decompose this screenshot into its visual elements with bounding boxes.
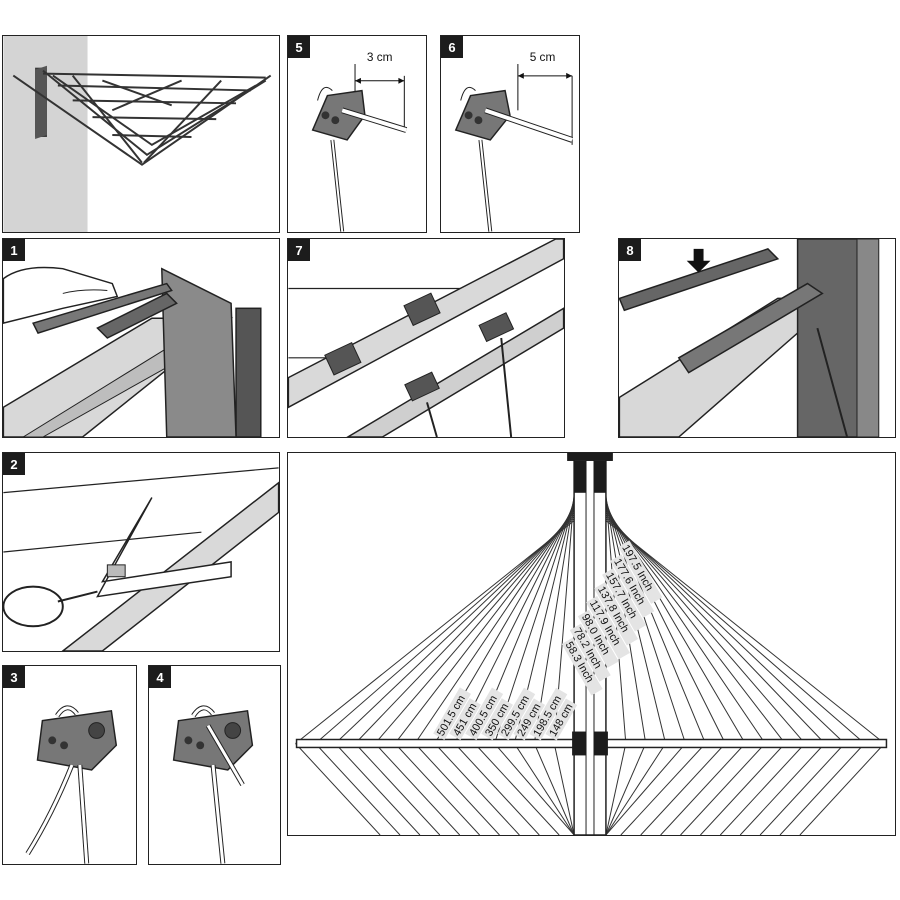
drying-line bbox=[394, 743, 480, 835]
label-background bbox=[577, 609, 619, 668]
drying-line bbox=[315, 743, 401, 835]
label-background bbox=[481, 698, 513, 741]
step-number: 4 bbox=[149, 666, 171, 688]
drying-line bbox=[605, 743, 647, 835]
drying-line bbox=[414, 508, 575, 744]
label-background bbox=[497, 687, 536, 741]
drying-line bbox=[295, 743, 381, 835]
drying-line bbox=[640, 743, 726, 835]
drying-line bbox=[354, 514, 575, 744]
drying-line bbox=[779, 743, 865, 835]
label-background bbox=[618, 540, 663, 604]
label-background bbox=[545, 698, 578, 741]
panel-step-3: 3 bbox=[2, 665, 137, 865]
drying-line bbox=[660, 743, 746, 835]
drying-line bbox=[605, 512, 806, 744]
drying-line bbox=[605, 502, 706, 744]
drying-line bbox=[605, 518, 865, 744]
panel-step-7: 7 bbox=[287, 238, 565, 438]
drying-line bbox=[719, 743, 806, 835]
label-background bbox=[449, 698, 481, 741]
drying-line bbox=[799, 743, 885, 835]
drying-line bbox=[605, 743, 667, 835]
label-background bbox=[513, 698, 546, 741]
drying-line bbox=[533, 743, 575, 835]
label-background bbox=[585, 595, 630, 660]
drying-line bbox=[533, 496, 575, 744]
gap-label: 3 cm bbox=[367, 50, 393, 64]
panel-step-4: 4 bbox=[148, 665, 281, 865]
thread-line-illustration bbox=[25, 705, 118, 864]
drying-line bbox=[454, 743, 540, 835]
drying-line bbox=[494, 743, 575, 835]
drying-line bbox=[434, 743, 520, 835]
label-background bbox=[602, 568, 647, 632]
label-background bbox=[561, 637, 603, 696]
drying-line bbox=[374, 743, 461, 835]
gap-label: 5 cm bbox=[530, 50, 556, 64]
open-cover-illustration bbox=[3, 266, 262, 437]
close-cover-illustration bbox=[619, 239, 880, 437]
panel-overview bbox=[2, 35, 280, 233]
drying-line bbox=[334, 743, 421, 835]
clip-adjustment-illustration: 3 cm bbox=[311, 50, 408, 232]
drying-line bbox=[295, 520, 575, 744]
step-number: 6 bbox=[441, 36, 463, 58]
step-number: 8 bbox=[619, 239, 641, 261]
drying-line bbox=[680, 743, 766, 835]
drying-line bbox=[513, 743, 575, 835]
label-background bbox=[610, 554, 655, 618]
panel-step-2: 2 bbox=[2, 452, 280, 652]
drying-line bbox=[605, 514, 826, 744]
drying-line bbox=[394, 510, 575, 744]
label-background bbox=[594, 582, 639, 646]
panel-step-6: 6 5 cm bbox=[440, 35, 580, 233]
panel-step-5: 5 3 cm bbox=[287, 35, 427, 233]
clips-on-rails-illustration bbox=[288, 239, 564, 437]
drying-line bbox=[620, 743, 706, 835]
step-number: 2 bbox=[3, 453, 25, 475]
step-number: 3 bbox=[3, 666, 25, 688]
drying-line bbox=[605, 516, 846, 744]
drying-line bbox=[759, 743, 846, 835]
clip-adjustment-illustration: 5 cm bbox=[454, 50, 574, 232]
label-background bbox=[433, 687, 472, 740]
drying-line bbox=[414, 743, 500, 835]
drying-line bbox=[700, 743, 786, 835]
dryer-overview-illustration bbox=[3, 36, 272, 232]
drying-line bbox=[354, 743, 441, 835]
panel-step-1: 1 bbox=[2, 238, 280, 438]
drying-line bbox=[739, 743, 826, 835]
drying-line bbox=[605, 510, 786, 744]
drying-line bbox=[605, 743, 627, 835]
step-number: 1 bbox=[3, 239, 25, 261]
drying-line bbox=[605, 743, 686, 835]
label-background bbox=[465, 687, 504, 741]
drying-line bbox=[474, 743, 560, 835]
drying-line bbox=[315, 518, 575, 744]
label-background bbox=[529, 687, 568, 741]
drying-line bbox=[374, 512, 575, 744]
drying-line bbox=[334, 516, 575, 744]
label-background bbox=[569, 623, 611, 682]
cut-strap-illustration bbox=[3, 467, 279, 651]
drying-line bbox=[605, 500, 686, 744]
panel-step-8: 8 bbox=[618, 238, 896, 438]
step-number: 5 bbox=[288, 36, 310, 58]
step-number: 7 bbox=[288, 239, 310, 261]
knot-line-illustration bbox=[172, 705, 254, 864]
drying-line bbox=[605, 520, 885, 744]
drying-line bbox=[553, 743, 575, 835]
